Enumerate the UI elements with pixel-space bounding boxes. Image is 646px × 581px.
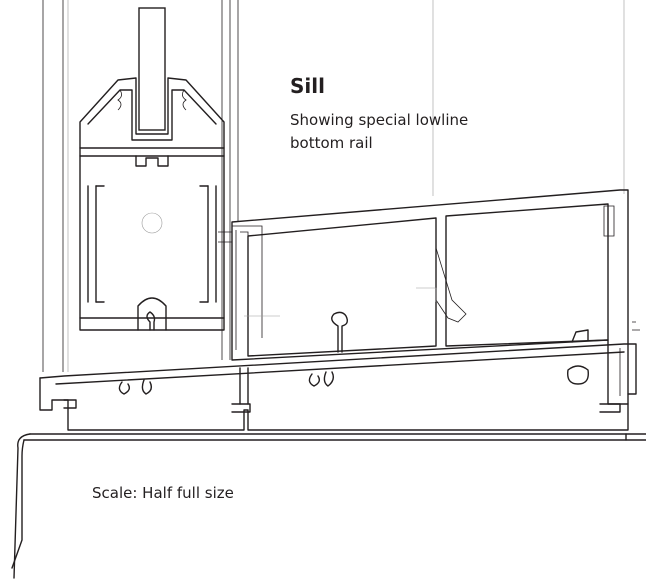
glass-pane <box>138 7 166 131</box>
sash-profile <box>79 77 225 331</box>
sill-profile <box>39 321 640 431</box>
drawing-subtitle-line-1: Showing special lowline <box>290 111 469 129</box>
sill-nose <box>11 433 646 579</box>
drawing-title: Sill <box>290 74 325 98</box>
frame-verticals <box>42 0 625 372</box>
drawing-subtitle-line-2: bottom rail <box>290 134 373 152</box>
scale-note: Scale: Half full size <box>92 484 234 502</box>
